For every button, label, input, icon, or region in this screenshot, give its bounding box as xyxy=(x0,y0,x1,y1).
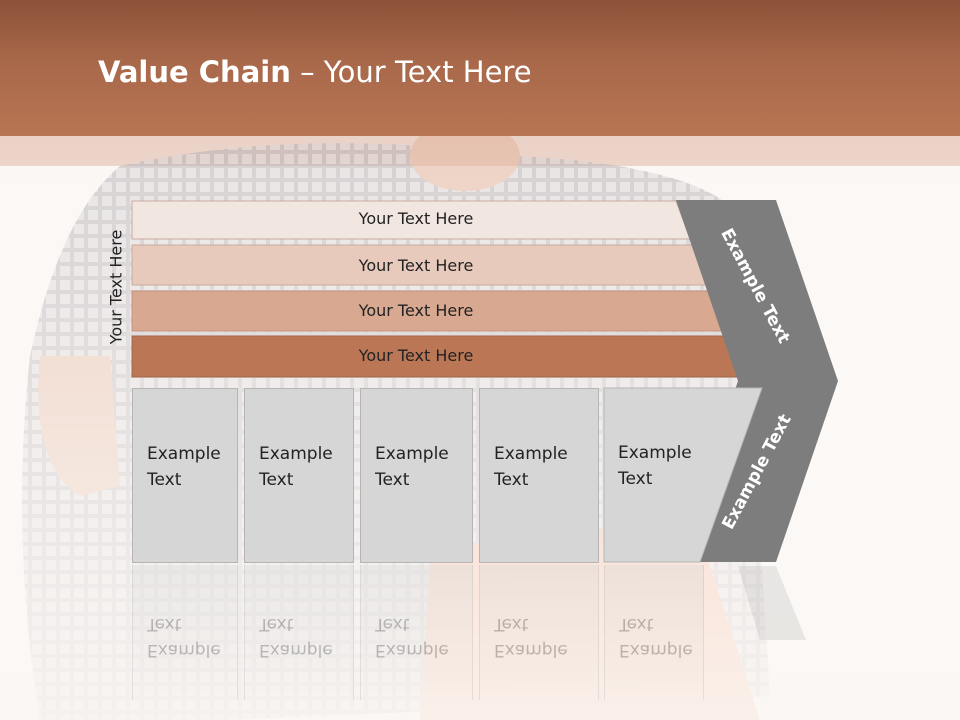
page-title: Value Chain – Your Text Here xyxy=(98,55,532,89)
activity-box-3: Example Text xyxy=(360,388,473,563)
last-box-shape xyxy=(603,387,763,563)
activity-box-1: Example Text xyxy=(132,388,238,563)
box-reflection-1: Example Text xyxy=(132,565,238,700)
row-label-3: Your Text Here xyxy=(358,301,474,320)
activity-text-3: Example Text xyxy=(375,444,449,490)
activity-text-2: Example Text xyxy=(259,444,333,490)
row-label-1: Your Text Here xyxy=(358,209,474,228)
box-reflection-5: Example Text xyxy=(604,565,704,700)
box-reflection-4: Example Text xyxy=(479,565,599,700)
activity-box-5: Example Text xyxy=(604,388,704,563)
activity-text-5: Example Text xyxy=(618,443,692,489)
activity-text-1: Example Text xyxy=(147,444,221,490)
activity-text-4: Example Text xyxy=(494,444,568,490)
activity-box-4: Example Text xyxy=(479,388,599,563)
chevron-reflection xyxy=(676,566,806,640)
row-label-4: Your Text Here xyxy=(358,346,474,365)
row-label-2: Your Text Here xyxy=(358,256,474,275)
box-reflection-3: Example Text xyxy=(360,565,473,700)
header-bar xyxy=(0,0,960,136)
box-reflection-2: Example Text xyxy=(244,565,354,700)
activity-box-2: Example Text xyxy=(244,388,354,563)
